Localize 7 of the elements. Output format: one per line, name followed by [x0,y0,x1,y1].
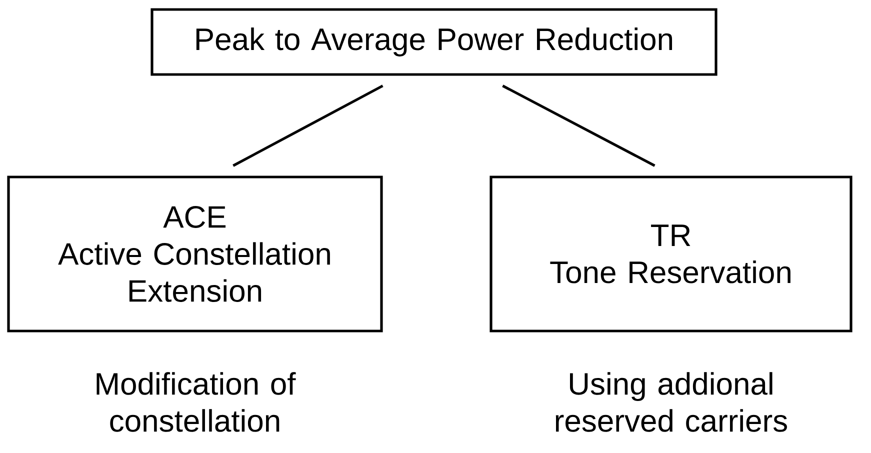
node-label: Using addional reserved carriers [556,372,787,432]
node-label: Modification of constellation [96,372,296,432]
text-box: Peak to Average Power Reduction [150,8,718,76]
connector-line [502,84,656,167]
text-box: ACE Active Constellation Extension [7,176,383,332]
text-box: TR Tone Reservation [490,176,852,332]
connector-line [232,84,384,167]
